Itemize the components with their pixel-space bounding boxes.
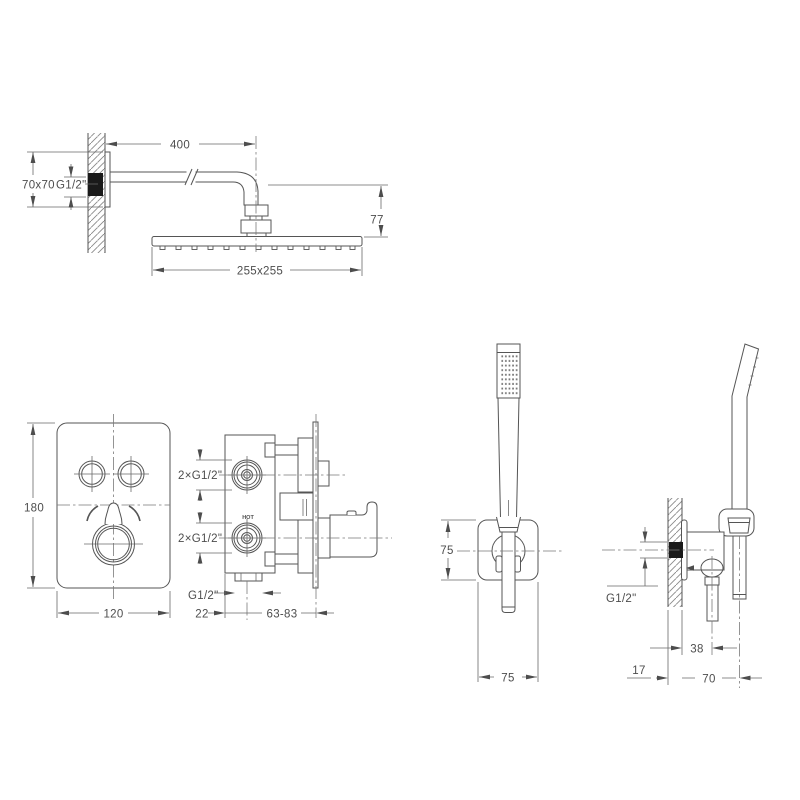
right-view-centerlines <box>602 536 740 688</box>
dimension-top-ports: 2×G1/2" <box>178 449 232 501</box>
dimension-panel-height: 180 <box>24 422 55 589</box>
dimension-bottom-ports: 2×G1/2" <box>178 512 232 564</box>
label-supply-thread: G1/2" <box>606 593 637 605</box>
temperature-dial <box>84 502 143 566</box>
dimension-wall-hose: 17 70 <box>627 610 762 686</box>
thread-block <box>88 173 103 196</box>
label-top-ports: 2×G1/2" <box>178 470 222 482</box>
dim-valve-offset-text: 38 <box>690 644 703 656</box>
mixer-handle <box>317 501 378 559</box>
hose-nut <box>727 517 751 534</box>
mounting-ribs-top <box>297 437 314 493</box>
break-symbol <box>184 168 199 186</box>
adjuster-knob <box>317 460 330 487</box>
dim-panel-height-text: 180 <box>24 503 44 515</box>
cartridge-box <box>279 492 314 521</box>
dim-mounting-depth-text: 63-83 <box>267 609 298 621</box>
label-bottom-ports: 2×G1/2" <box>178 533 222 545</box>
dimension-flange: 70x70 G1/2" <box>22 151 103 210</box>
dimension-arm-length: 400 <box>106 140 255 152</box>
dimension-valve-offset: 38 <box>650 610 737 656</box>
dimension-outlet-thread: G1/2" <box>188 590 281 602</box>
dim-arm-length-text: 400 <box>170 140 190 152</box>
dimension-plate-width: 75 <box>477 582 539 685</box>
mixer-side-view: HOT 2×G1/2" 2×G1/2" G1/2" <box>178 414 392 621</box>
label-outlet-thread: G1/2" <box>188 590 219 602</box>
dim-plate-height-text: 75 <box>440 545 453 557</box>
dim-hose-offset-text: 70 <box>702 674 715 686</box>
rotation-arrow-left <box>86 505 99 522</box>
shower-nozzles <box>159 245 356 250</box>
handshower-wand-side <box>731 343 760 519</box>
handshower-side-view: G1/2" 38 17 70 <box>602 343 762 688</box>
dim-outlet-offset-text: 22 <box>195 609 208 621</box>
dimension-outlet-offset: 22 63-83 <box>195 574 334 621</box>
shower-head-plate <box>151 236 363 247</box>
label-flange-thread: G1/2" <box>56 180 87 192</box>
wall-flange <box>104 151 111 208</box>
diverter-button-2 <box>113 456 149 492</box>
dim-plate-width-text: 75 <box>501 673 514 685</box>
shower-arm <box>109 171 259 206</box>
mixer-centerlines <box>219 414 392 620</box>
dim-panel-width-text: 120 <box>103 609 123 621</box>
label-hot: HOT <box>242 515 254 521</box>
dimension-plate-height: 75 <box>440 519 476 581</box>
overhead-shower-view: 400 70x70 G1/2" 77 255x255 <box>22 133 388 278</box>
rotation-arrow-right <box>128 505 141 522</box>
control-panel-view: 180 120 <box>24 414 171 621</box>
dim-wall-thickness-text: 17 <box>632 665 645 677</box>
dimension-drop-height: 77 <box>268 184 388 238</box>
wand-handle-lower <box>501 531 516 613</box>
handshower-wand-front <box>496 343 521 519</box>
handshower-front-view: 75 75 <box>440 343 563 685</box>
dim-head-size-text: 255x255 <box>237 266 283 278</box>
outlet-bracket <box>686 531 725 571</box>
holder-clip-left <box>495 555 503 573</box>
dimension-supply-thread: G1/2" <box>606 527 667 605</box>
mounting-ribs-bottom <box>297 516 314 574</box>
dim-drop-height-text: 77 <box>370 215 383 227</box>
mixer-body <box>224 434 276 574</box>
mixer-wall-plate <box>312 421 319 589</box>
label-flange-size: 70x70 <box>22 180 55 192</box>
bottom-outlet <box>234 572 263 582</box>
dimension-head-size: 255x255 <box>151 247 363 278</box>
dimension-panel-width: 120 <box>56 591 171 621</box>
holder-cup <box>496 516 521 533</box>
diverter-button-1 <box>74 456 110 492</box>
